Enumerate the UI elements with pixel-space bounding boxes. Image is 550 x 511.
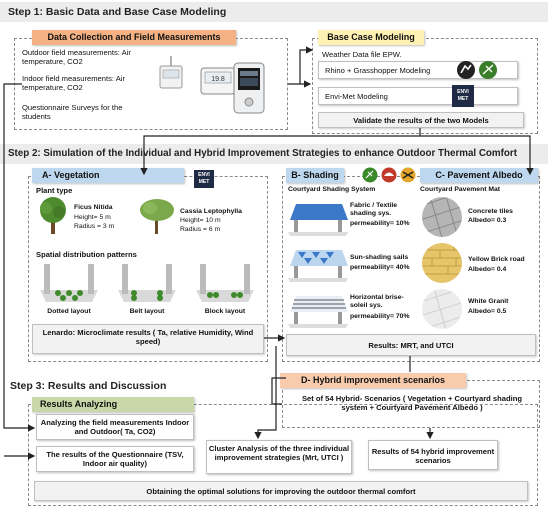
belt-layout-illustration — [118, 262, 176, 304]
optimal-solutions-label: Obtaining the optimal solutions for impr… — [146, 487, 416, 496]
step2-bar — [0, 144, 548, 164]
shading-item-1-name: Fabric / Textile shading sys. — [350, 202, 398, 217]
data-collection-header: Data Collection and Field Measurements — [32, 30, 236, 45]
concrete-tiles-swatch — [420, 196, 464, 238]
tree2-name: Cassia Leptophylla — [180, 208, 242, 215]
spatial-patterns-label: Spatial distribution patterns — [36, 250, 137, 259]
weather-file: Weather Data file EPW. — [322, 50, 402, 59]
pavement-item-3-albedo: Albedo= 0.5 — [468, 308, 507, 315]
questionnaire-results-label: The results of the Questionnaire (TSV, I… — [46, 450, 184, 468]
results-mrt-utci-label: Results: MRT, and UTCI — [368, 341, 454, 350]
pattern-icon — [400, 167, 416, 183]
base-case-panel — [312, 38, 538, 134]
step1-title: Step 1: Basic Data and Base Case Modelin… — [8, 6, 227, 18]
lenardo-results-box: Lenardo: Microclimate results ( Ta, rela… — [32, 324, 264, 354]
rhino-icon — [456, 60, 476, 80]
step2-title: Step 2: Simulation of the Individual and… — [8, 148, 517, 159]
layout-label-block: Block layout — [204, 308, 246, 315]
pavement-item-1-name: Concrete tiles — [468, 208, 513, 215]
shading-item-2-name: Sun-shading sails — [350, 254, 409, 261]
hybrid-results-box: Results of 54 hybrid improvement scenari… — [368, 440, 498, 470]
validate-models-box: Validate the results of the two Models — [318, 112, 524, 128]
leaf-icon — [362, 167, 378, 183]
step3-title: Step 3: Results and Discussion — [10, 380, 167, 392]
pavement-mat-label: Courtyard Pavement Mat — [420, 186, 501, 193]
pavement-item-3-name: White Granit — [468, 298, 509, 305]
umbrella-icon — [381, 167, 397, 183]
shading-item-2-perm: permeability= 40% — [350, 264, 410, 271]
field-analysis-box: Analyzing the field measurements Indoor … — [36, 414, 194, 440]
validate-models-label: Validate the results of the two Models — [353, 116, 489, 125]
envimet-logo-text: ENVI MET — [457, 89, 469, 102]
yellow-brick-swatch — [420, 242, 464, 284]
cluster-analysis-box: Cluster Analysis of the three individual… — [206, 440, 352, 474]
dotted-layout-illustration — [40, 262, 98, 304]
pavement-item-2-name: Yellow Brick road — [468, 256, 525, 263]
device-reading: 19.8 — [211, 76, 225, 83]
envimet-logo-text: ENVI MET — [198, 172, 210, 185]
layout-label-belt: Belt layout — [129, 308, 165, 315]
tree1-radius: Radius = 3 m — [74, 223, 115, 230]
rhino-grasshopper-label: Rhino + Grasshopper Modeling — [325, 66, 431, 75]
tree1-name: Ficus Nitida — [74, 204, 113, 211]
grasshopper-icon — [478, 60, 498, 80]
thermometer-sensor-icon — [158, 56, 184, 90]
shading-system-label: Courtyard Shading System — [288, 186, 376, 193]
shading-item-1-perm: permeability= 10% — [350, 220, 410, 227]
cluster-analysis-label: Cluster Analysis of the three individual… — [208, 444, 350, 462]
optimal-solutions-box: Obtaining the optimal solutions for impr… — [34, 481, 528, 501]
cassia-tree-icon — [138, 196, 176, 234]
white-granit-swatch — [420, 288, 464, 330]
shading-item-3-name: Horizontal brise-soleil sys. — [350, 294, 404, 309]
tree2-radius: Radius = 6 m — [180, 226, 221, 233]
field-analysis-label: Analyzing the field measurements Indoor … — [40, 418, 190, 436]
layout-label-dotted: Dotted layout — [47, 308, 91, 315]
tree2-height: Height= 10 m — [180, 217, 221, 224]
hybrid-text: Set of 54 Hybrid- Scenarios ( Vegetation… — [301, 394, 523, 412]
base-case-header: Base Case Modeling — [318, 30, 424, 45]
results-analyzing-header: Results Analyzing — [32, 397, 194, 412]
pavement-item-1-albedo: Albedo= 0.3 — [468, 217, 507, 224]
fabric-shading-illustration — [288, 198, 348, 238]
survey-text: Questionnaire Surveys for the students — [22, 103, 123, 121]
shading-header: B- Shading — [286, 168, 344, 183]
step1-bar — [0, 2, 548, 22]
pavement-item-2-albedo: Albedo= 0.4 — [468, 266, 507, 273]
outdoor-measurements: Outdoor field measurements: Air temperat… — [22, 48, 131, 66]
ficus-tree-icon — [36, 196, 70, 234]
pavement-header: C- Pavement Albedo — [420, 168, 538, 183]
hybrid-results-label: Results of 54 hybrid improvement scenari… — [371, 447, 495, 465]
results-mrt-utci-box: Results: MRT, and UTCI — [286, 334, 536, 356]
hybrid-header: D- Hybrid improvement scenarios — [280, 373, 466, 388]
indoor-measurements: Indoor field measurements: Air temperatu… — [22, 74, 125, 92]
questionnaire-results-box: The results of the Questionnaire (TSV, I… — [36, 446, 194, 472]
envimet-logo-icon: ENVI MET — [194, 170, 214, 188]
tree1-height: Height= 5 m — [74, 214, 111, 221]
envimet-logo-icon: ENVI MET — [452, 85, 474, 107]
sails-shading-illustration — [288, 244, 348, 284]
block-layout-illustration — [196, 262, 254, 304]
brise-soleil-illustration — [288, 290, 348, 330]
envimet-modeling-label: Envi-Met Modeling — [325, 92, 388, 101]
co2-meter-icon — [232, 62, 266, 114]
shading-item-3-perm: permeability= 70% — [350, 313, 410, 320]
plant-type-label: Plant type — [36, 186, 73, 195]
lenardo-results-label: Lenardo: Microclimate results ( Ta, rela… — [42, 328, 254, 346]
